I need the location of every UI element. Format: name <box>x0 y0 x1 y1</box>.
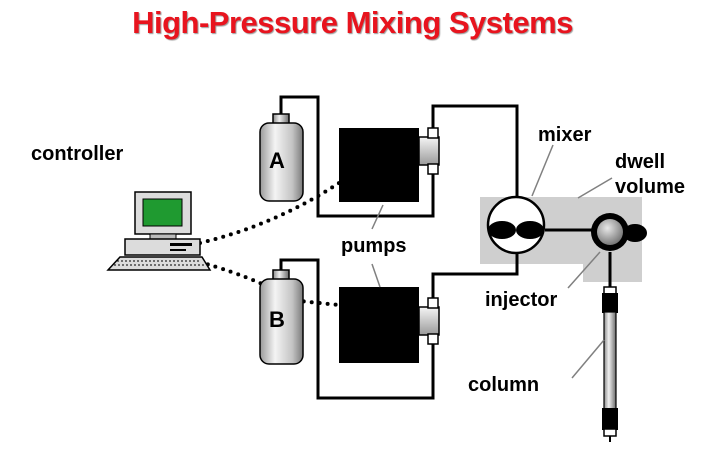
dwell-volume-pointer <box>577 177 613 199</box>
column-tube <box>603 311 617 410</box>
label-column: column <box>468 374 539 396</box>
pumps-pointer-a <box>371 204 384 230</box>
tube-bottle-a-to-pump-a <box>279 95 435 218</box>
cable-to-pump-a <box>198 181 341 245</box>
pump-b-fitting-bottom <box>427 333 439 345</box>
drive-slot-2 <box>170 249 186 251</box>
column-bottom-fitting <box>602 408 618 430</box>
pump-a-head <box>418 136 440 166</box>
column-top-fitting <box>602 293 618 313</box>
solvent-bottle-a: A <box>259 113 304 202</box>
tube-pump-a-to-mixer <box>431 104 519 200</box>
injector-valve-inner <box>597 219 623 245</box>
column-label-pointer <box>571 339 605 379</box>
pumps-pointer-b <box>371 263 381 288</box>
page-title: High-Pressure Mixing Systems <box>132 5 573 40</box>
mixer <box>486 144 554 255</box>
drive-slot <box>170 243 192 246</box>
pump-a-body <box>339 128 419 202</box>
monitor-screen <box>142 198 183 227</box>
solvent-bottle-b: B <box>259 269 304 365</box>
column <box>571 286 618 442</box>
tube-pump-b-to-mixer <box>431 250 519 300</box>
injector <box>567 213 647 289</box>
pump-a <box>339 127 440 202</box>
tube-bottle-b-to-pump-b <box>279 258 435 400</box>
mixer-label-pointer <box>531 144 554 197</box>
label-mixer: mixer <box>538 124 592 146</box>
label-volume: volume <box>615 176 685 198</box>
bottle-a-body <box>259 122 304 202</box>
bottle-b-label: B <box>269 307 285 332</box>
label-controller: controller <box>31 143 123 165</box>
column-top-nut <box>603 286 617 295</box>
pump-a-fitting-bottom <box>427 163 439 175</box>
label-injector: injector <box>485 289 557 311</box>
controller-computer <box>106 191 212 271</box>
tubing <box>279 95 612 400</box>
label-pumps: pumps <box>341 235 407 257</box>
keyboard <box>106 256 212 271</box>
injector-loop <box>623 224 647 242</box>
column-bottom-nut <box>603 428 617 437</box>
pump-b-head <box>418 306 440 336</box>
bottle-a-label: A <box>269 148 285 173</box>
mixer-paddle-right <box>516 221 544 239</box>
pump-b-body <box>339 287 419 363</box>
system-unit <box>124 238 201 256</box>
pump-b <box>339 287 440 363</box>
pump-a-fitting-top <box>427 127 439 139</box>
pump-b-fitting-top <box>427 297 439 309</box>
mixer-paddle-left <box>488 221 516 239</box>
bottle-b-body <box>259 278 304 365</box>
injector-label-pointer <box>567 251 601 289</box>
label-dwell: dwell <box>615 151 665 173</box>
